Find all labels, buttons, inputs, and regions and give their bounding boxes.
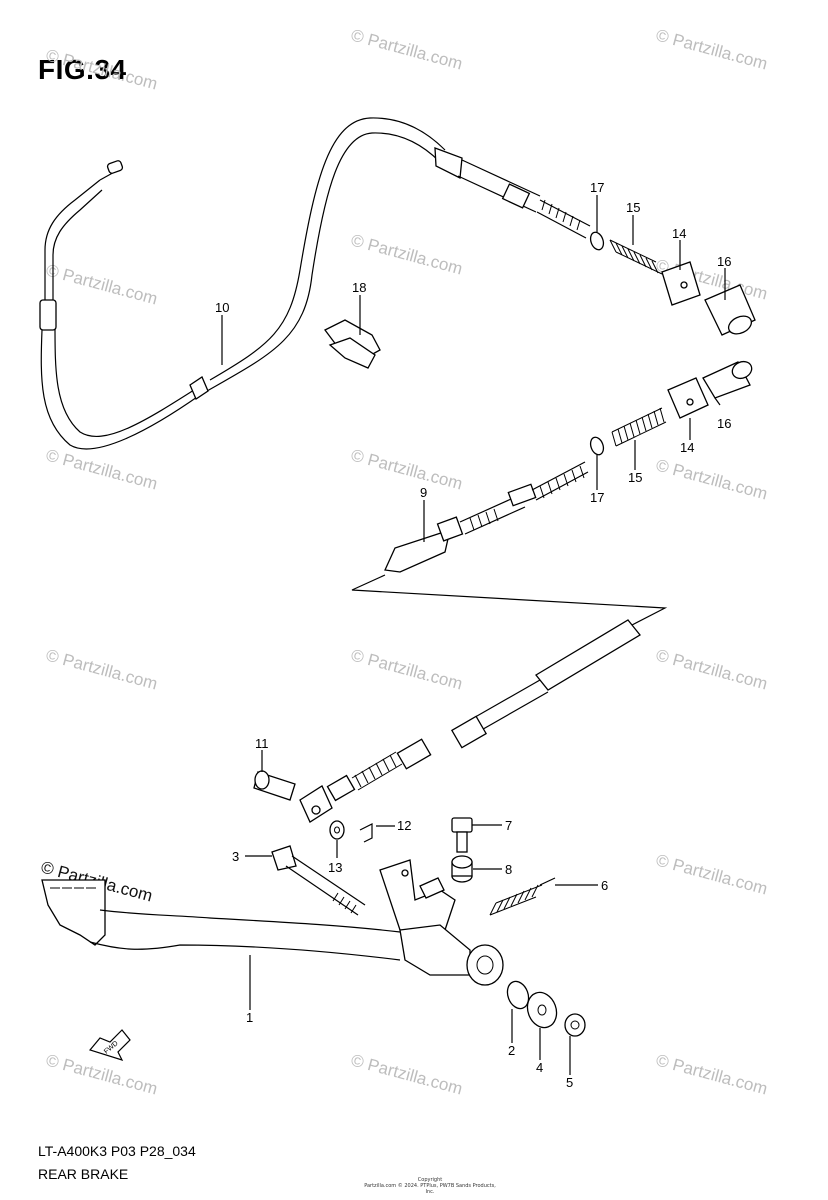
spring-15-lower — [611, 407, 667, 447]
callout-9: 9 — [420, 485, 427, 500]
cable-break-line — [351, 574, 668, 626]
callout-7: 7 — [505, 818, 512, 833]
watermark: © Partzilla.com — [349, 231, 465, 279]
callout-11: 11 — [255, 736, 269, 751]
watermark: © Partzilla.com — [349, 446, 465, 494]
washer-13 — [329, 820, 345, 840]
callout-17: 17 — [590, 180, 604, 195]
rear-brake-cable — [384, 461, 589, 573]
figure-title: FIG.34 — [38, 54, 127, 85]
callout-10: 10 — [215, 300, 229, 315]
washer-17-lower — [589, 436, 605, 456]
watermark: © Partzilla.com — [349, 26, 465, 74]
bolt-3 — [271, 845, 366, 916]
joint-14-lower — [667, 377, 709, 419]
callout-13: 13 — [328, 860, 342, 875]
front-brake-cable — [39, 117, 591, 450]
pin-11 — [253, 770, 296, 801]
callout-6: 6 — [601, 878, 608, 893]
spring-15-upper — [609, 239, 663, 275]
watermark: © Partzilla.com — [44, 261, 160, 309]
watermark: © Partzilla.com — [44, 46, 160, 94]
figure-code: LT-A400K3 P03 P28_034 — [38, 1143, 196, 1159]
o-ring-2 — [506, 980, 530, 1010]
callout-15: 15 — [628, 470, 642, 485]
callout-5: 5 — [566, 1075, 573, 1090]
watermark: © Partzilla.com — [349, 646, 465, 694]
watermark: © Partzilla.com — [654, 456, 770, 504]
collar-8 — [451, 855, 473, 883]
leader-lines — [221, 195, 726, 1075]
callout-14: 14 — [672, 226, 686, 241]
callout-4: 4 — [536, 1060, 543, 1075]
callout-16: 16 — [717, 416, 731, 431]
pin-16-upper — [704, 284, 756, 336]
watermark: © Partzilla.com — [349, 1051, 465, 1099]
callout-17: 17 — [590, 490, 604, 505]
watermark: © Partzilla.com — [44, 646, 160, 694]
cotter-pin-12 — [359, 823, 373, 843]
callout-2: 2 — [508, 1043, 515, 1058]
rear-brake-cable-lower — [299, 619, 641, 823]
copyright-notice: Copyright Partzilla.com © 2024. PTPlus, … — [364, 1177, 496, 1195]
watermark: © Partzilla.com — [654, 851, 770, 899]
watermark: © Partzilla.com — [654, 646, 770, 694]
callout-labels: 10 18 17 15 14 16 16 14 15 17 9 11 12 13… — [215, 180, 731, 1090]
figure-caption: REAR BRAKE — [38, 1166, 129, 1182]
callout-8: 8 — [505, 862, 512, 877]
callout-3: 3 — [232, 849, 239, 864]
callout-15: 15 — [626, 200, 640, 215]
bolt-7 — [451, 817, 473, 853]
spring-6 — [489, 877, 556, 916]
washer-17-upper — [589, 231, 605, 251]
clamp-18 — [324, 319, 381, 369]
pin-16-lower — [702, 360, 753, 399]
callout-16: 16 — [717, 254, 731, 269]
nut-5 — [564, 1013, 586, 1037]
watermark: © Partzilla.com — [654, 26, 770, 74]
watermark: © Partzilla.com — [654, 1051, 770, 1099]
callout-1: 1 — [246, 1010, 253, 1025]
callout-18: 18 — [352, 280, 366, 295]
brake-pedal — [41, 859, 504, 986]
callout-14: 14 — [680, 440, 694, 455]
fwd-arrow-icon: FWD — [88, 1029, 131, 1061]
callout-12: 12 — [397, 818, 411, 833]
watermark: © Partzilla.com — [44, 446, 160, 494]
washer-4 — [526, 991, 558, 1029]
watermark: © Partzilla.com — [44, 1051, 160, 1099]
